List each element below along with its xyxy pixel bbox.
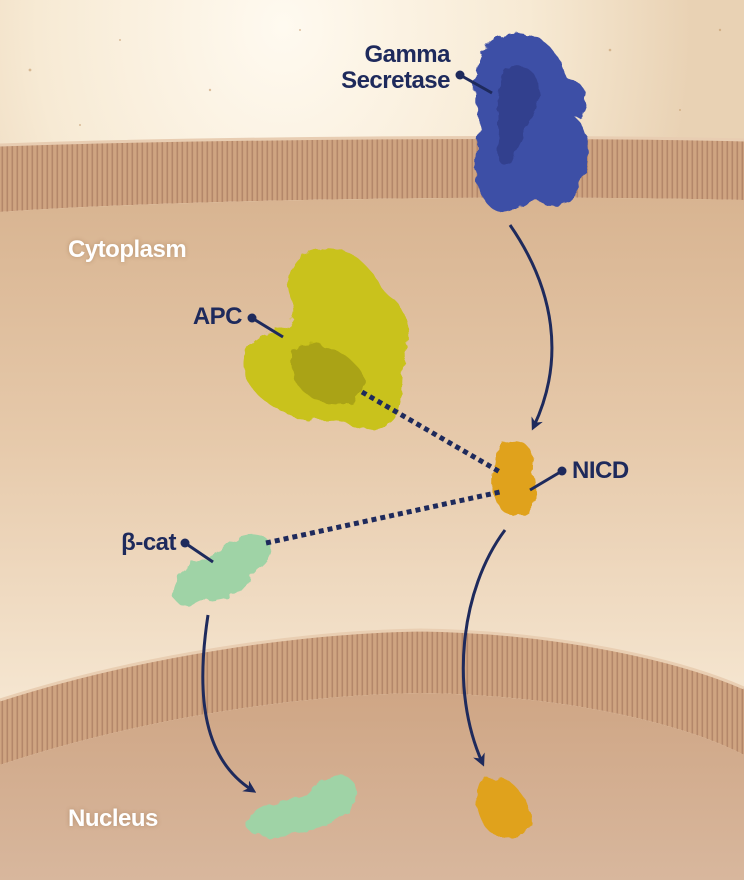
beta-cat-label: β-cat [121,529,176,556]
beta-cat-leader [180,538,214,564]
apc-protein [243,248,409,429]
nucleus-label: Nucleus [68,805,158,832]
nucleus-region [0,693,744,880]
betacat-to-nucleus-arrow [201,614,257,793]
betacat-nicd-interaction-line [265,489,501,546]
nuclear-membrane [0,630,744,765]
nicd-protein [493,439,536,516]
apc-label: APC [192,303,243,330]
beta-catenin-protein-nuclear [246,775,357,837]
nicd-protein-nuclear [476,776,532,839]
nicd-label: NICD [572,457,629,484]
gamma-secretase-label-line2: Secretase [341,67,450,94]
apc-leader [247,313,284,339]
gamma-secretase-label-line1: Gamma [364,41,450,68]
nicd-leader [529,466,567,492]
gamma-secretase-protein [474,33,588,213]
cell-membrane-outer-edge [0,136,744,147]
nicd-to-nucleus-arrow [461,529,507,767]
nuclear-membrane-outer-edge [0,628,744,702]
beta-catenin-protein [171,534,272,605]
gamma-to-nicd-arrow [508,224,554,431]
gamma-secretase-label: Gamma Secretase [300,42,450,94]
gamma-secretase-leader [455,70,493,95]
cytoplasm-label: Cytoplasm [68,236,187,263]
